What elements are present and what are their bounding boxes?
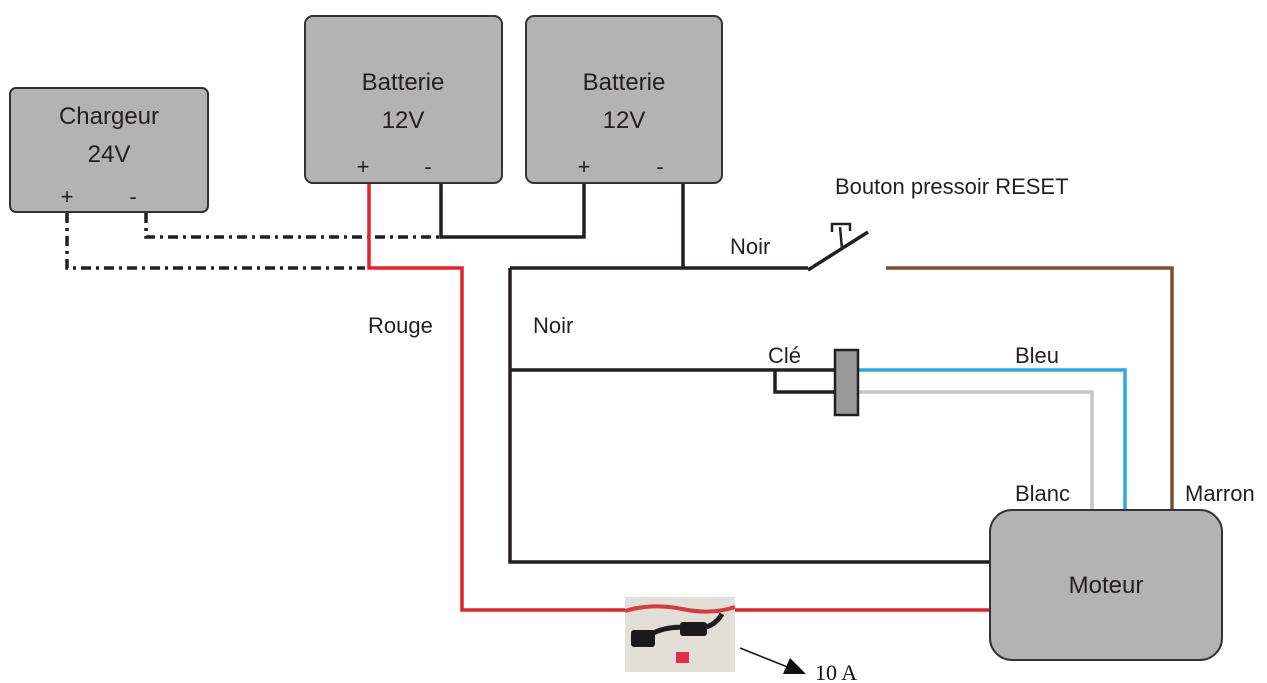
charger-plus-terminal: + — [61, 184, 74, 209]
fuse-rating-label: 10 A — [815, 660, 857, 683]
wire-label-rouge: Rouge — [368, 313, 433, 338]
fuse-photo — [624, 597, 736, 672]
wire-label-bleu: Bleu — [1015, 343, 1059, 368]
reset-switch-lever — [807, 230, 869, 272]
reset-button-label: Bouton pressoir RESET — [835, 174, 1069, 199]
charger-title: Chargeur — [59, 103, 159, 130]
brown-wire — [886, 266, 1174, 510]
charger-voltage: 24V — [88, 141, 131, 168]
battery-2-plus-terminal: + — [578, 154, 591, 179]
wire-label-marron: Marron — [1185, 481, 1255, 506]
charger-box: Chargeur 24V + - — [9, 87, 209, 213]
push-button-symbol — [830, 222, 852, 250]
battery-2-box: Batterie 12V + - — [525, 15, 723, 184]
key-switch — [833, 348, 860, 417]
battery-2-voltage: 12V — [603, 107, 646, 134]
battery-1-voltage: 12V — [382, 107, 425, 134]
black-wire-battery-series-link — [439, 183, 586, 239]
motor-box: Moteur — [989, 509, 1223, 661]
battery-2-minus-terminal: - — [656, 154, 663, 179]
battery-1-box: Batterie 12V + - — [304, 15, 503, 184]
blue-wire — [858, 368, 1127, 510]
fuse-arrow-head — [783, 658, 806, 674]
key-switch-label: Clé — [768, 343, 801, 368]
red-wire-battery-to-fuse — [367, 183, 628, 612]
battery-1-plus-terminal: + — [357, 154, 370, 179]
battery-1-title: Batterie — [362, 69, 445, 96]
wire-label-noir-reset: Noir — [730, 234, 770, 259]
white-wire — [858, 390, 1094, 510]
battery-2-title: Batterie — [583, 69, 666, 96]
black-wire-key-loop — [773, 370, 835, 394]
motor-label: Moteur — [1069, 572, 1144, 599]
fuse-arrow-line — [739, 647, 791, 669]
wire-label-noir-cle: Noir — [533, 313, 573, 338]
battery-1-minus-terminal: - — [424, 154, 431, 179]
charger-minus-terminal: - — [129, 184, 136, 209]
wire-label-blanc: Blanc — [1015, 481, 1070, 506]
charger-plus-dashed-wire — [65, 213, 365, 270]
black-wire-to-motor — [508, 268, 990, 564]
charger-minus-dashed-wire — [144, 213, 440, 239]
